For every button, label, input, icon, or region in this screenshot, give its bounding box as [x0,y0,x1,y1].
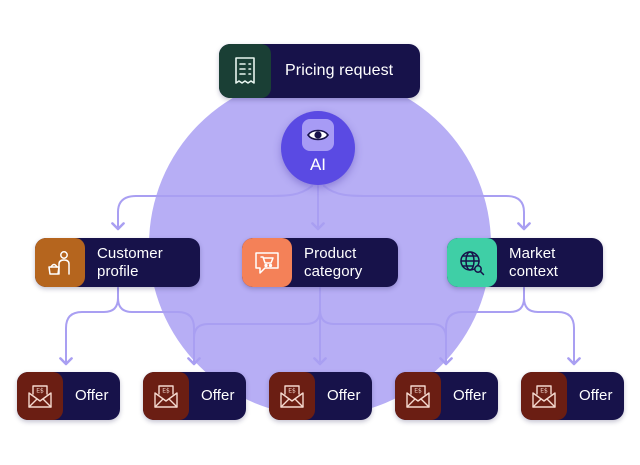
pricing-request-node: Pricing request [219,44,420,98]
market-context-label: Market context [509,244,559,280]
product-category-node: Product category [242,238,398,287]
money-envelope-icon: E$ [395,372,441,420]
offer-node: E$ Offer [521,372,624,420]
offer-label: Offer [579,387,613,404]
offer-node: E$ Offer [269,372,372,420]
connector-product-offer4 [319,309,447,339]
offer-node: E$ Offer [143,372,246,420]
offer-node: E$ Offer [395,372,498,420]
connector-customer-offer1 [59,287,119,366]
connector-customer-offer2 [117,287,201,366]
offer-label: Offer [453,387,487,404]
offer-label: Offer [75,387,109,404]
money-envelope-icon: E$ [521,372,567,420]
offer-node: E$ Offer [17,372,120,420]
money-envelope-icon: E$ [17,372,63,420]
money-envelope-icon: E$ [269,372,315,420]
connector-ai-customer [111,185,313,231]
connector-ai-market [323,185,531,231]
pricing-request-label: Pricing request [285,62,394,79]
receipt-icon [219,44,271,98]
svg-text:E$: E$ [540,388,548,395]
market-context-node: Market context [447,238,603,287]
person-basket-icon [35,238,85,287]
svg-text:E$: E$ [288,388,296,395]
customer-profile-label: Customer profile [97,244,163,280]
money-envelope-icon: E$ [143,372,189,420]
cart-chat-icon [242,238,292,287]
ai-badge: AI [281,111,355,185]
customer-profile-node: Customer profile [35,238,200,287]
svg-text:E$: E$ [36,388,44,395]
connector-market-offer5 [523,287,581,366]
ai-label: AI [309,155,327,174]
offer-label: Offer [327,387,361,404]
connector-market-offer4 [439,287,525,366]
product-category-label: Product category [304,244,363,280]
svg-text:E$: E$ [414,388,422,395]
globe-search-icon [447,238,497,287]
offer-label: Offer [201,387,235,404]
eye-icon [302,119,334,151]
connector-product-offer2 [193,309,321,339]
svg-text:E$: E$ [162,388,170,395]
